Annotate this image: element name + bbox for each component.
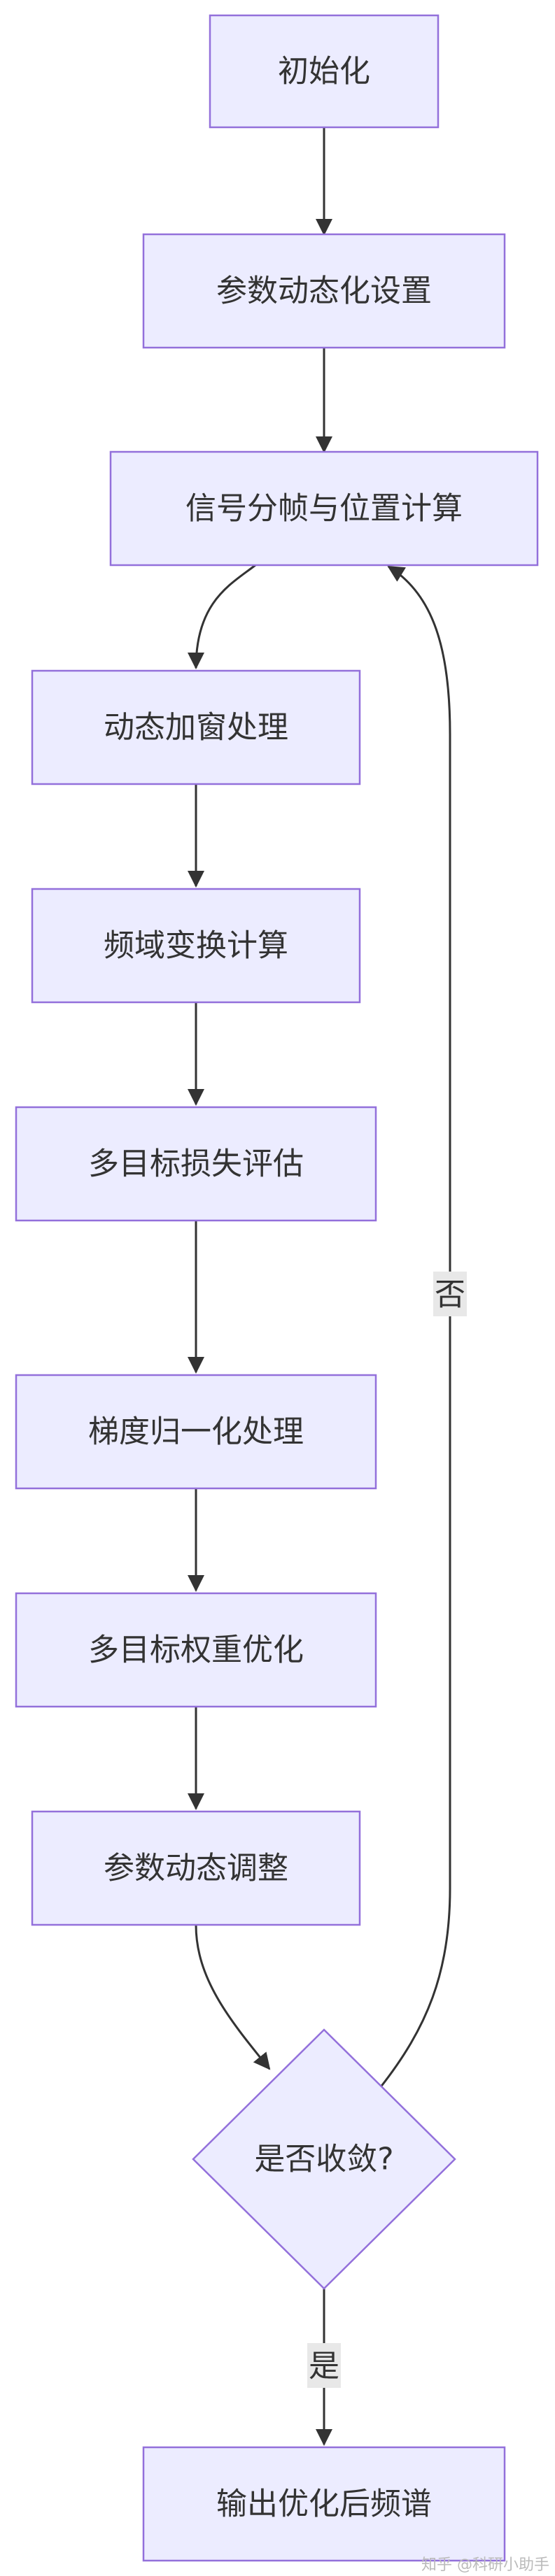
node-param-adjust[interactable]: 参数动态调整 <box>31 1810 361 1926</box>
edge-label-no-text: 否 <box>435 1277 465 1313</box>
node-grad-norm-label: 梯度归一化处理 <box>88 1414 304 1450</box>
node-framing-label: 信号分帧与位置计算 <box>185 491 463 527</box>
node-init[interactable]: 初始化 <box>209 14 440 129</box>
node-freq-transform-label: 频域变换计算 <box>104 928 288 964</box>
node-weight-opt-label: 多目标权重优化 <box>88 1632 304 1668</box>
watermark-text: 知乎 @科研小助手 <box>421 2556 549 2574</box>
edge-label-yes-text: 是 <box>309 2349 339 2384</box>
node-param-setup[interactable]: 参数动态化设置 <box>142 233 506 349</box>
node-weight-opt[interactable]: 多目标权重优化 <box>15 1592 377 1708</box>
node-loss-eval[interactable]: 多目标损失评估 <box>15 1106 377 1222</box>
node-converged-decision[interactable]: 是否收敛? <box>192 2028 456 2290</box>
node-init-label: 初始化 <box>278 54 370 90</box>
edge-framing-to-windowing <box>188 564 256 669</box>
node-converged-label: 是否收敛? <box>254 2142 393 2177</box>
node-windowing-label: 动态加窗处理 <box>104 710 288 746</box>
edge-param-adjust-to-converged <box>195 1924 271 2070</box>
node-output-label: 输出优化后频谱 <box>216 2486 432 2522</box>
node-loss-eval-label: 多目标损失评估 <box>88 1146 304 1182</box>
node-framing[interactable]: 信号分帧与位置计算 <box>109 450 539 567</box>
edge-label-yes: 是 <box>307 2343 341 2388</box>
node-param-setup-label: 参数动态化设置 <box>216 273 432 309</box>
node-grad-norm[interactable]: 梯度归一化处理 <box>15 1374 377 1490</box>
edge-label-no: 否 <box>433 1272 467 1316</box>
edge-converged-no-to-framing <box>379 565 451 2088</box>
node-param-adjust-label: 参数动态调整 <box>104 1851 288 1886</box>
node-freq-transform[interactable]: 频域变换计算 <box>31 888 361 1004</box>
node-windowing[interactable]: 动态加窗处理 <box>31 669 361 785</box>
node-output[interactable]: 输出优化后频谱 <box>142 2446 506 2562</box>
